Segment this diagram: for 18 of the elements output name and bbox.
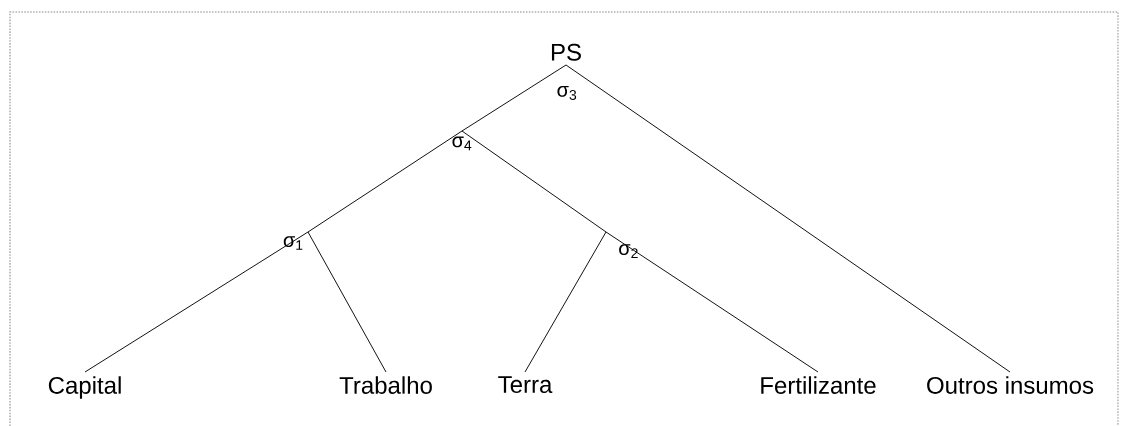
leaf-label: Capital: [48, 376, 121, 399]
branch-line: [307, 130, 463, 233]
junction-label: σ$_{3}$: [557, 86, 577, 100]
branch-line: [307, 231, 387, 373]
junction-label: σ$_{1}$: [283, 236, 303, 250]
leaf-label: Trabalho: [339, 376, 432, 394]
root-label: PS: [551, 43, 581, 61]
branch-line: [461, 64, 567, 132]
branch-line: [84, 231, 309, 373]
branch-line: [605, 231, 819, 373]
junction-label: σ$_{4}$: [452, 136, 472, 151]
branch-line: [524, 231, 607, 373]
junction-label: σ$_{2}$: [619, 244, 638, 258]
branch-line: [461, 130, 607, 233]
leaf-label: Terra: [498, 376, 553, 393]
branch-line: [565, 64, 1011, 373]
leaf-label: Fertilizante: [761, 376, 876, 394]
leaf-label: Outros insumos: [927, 376, 1094, 394]
